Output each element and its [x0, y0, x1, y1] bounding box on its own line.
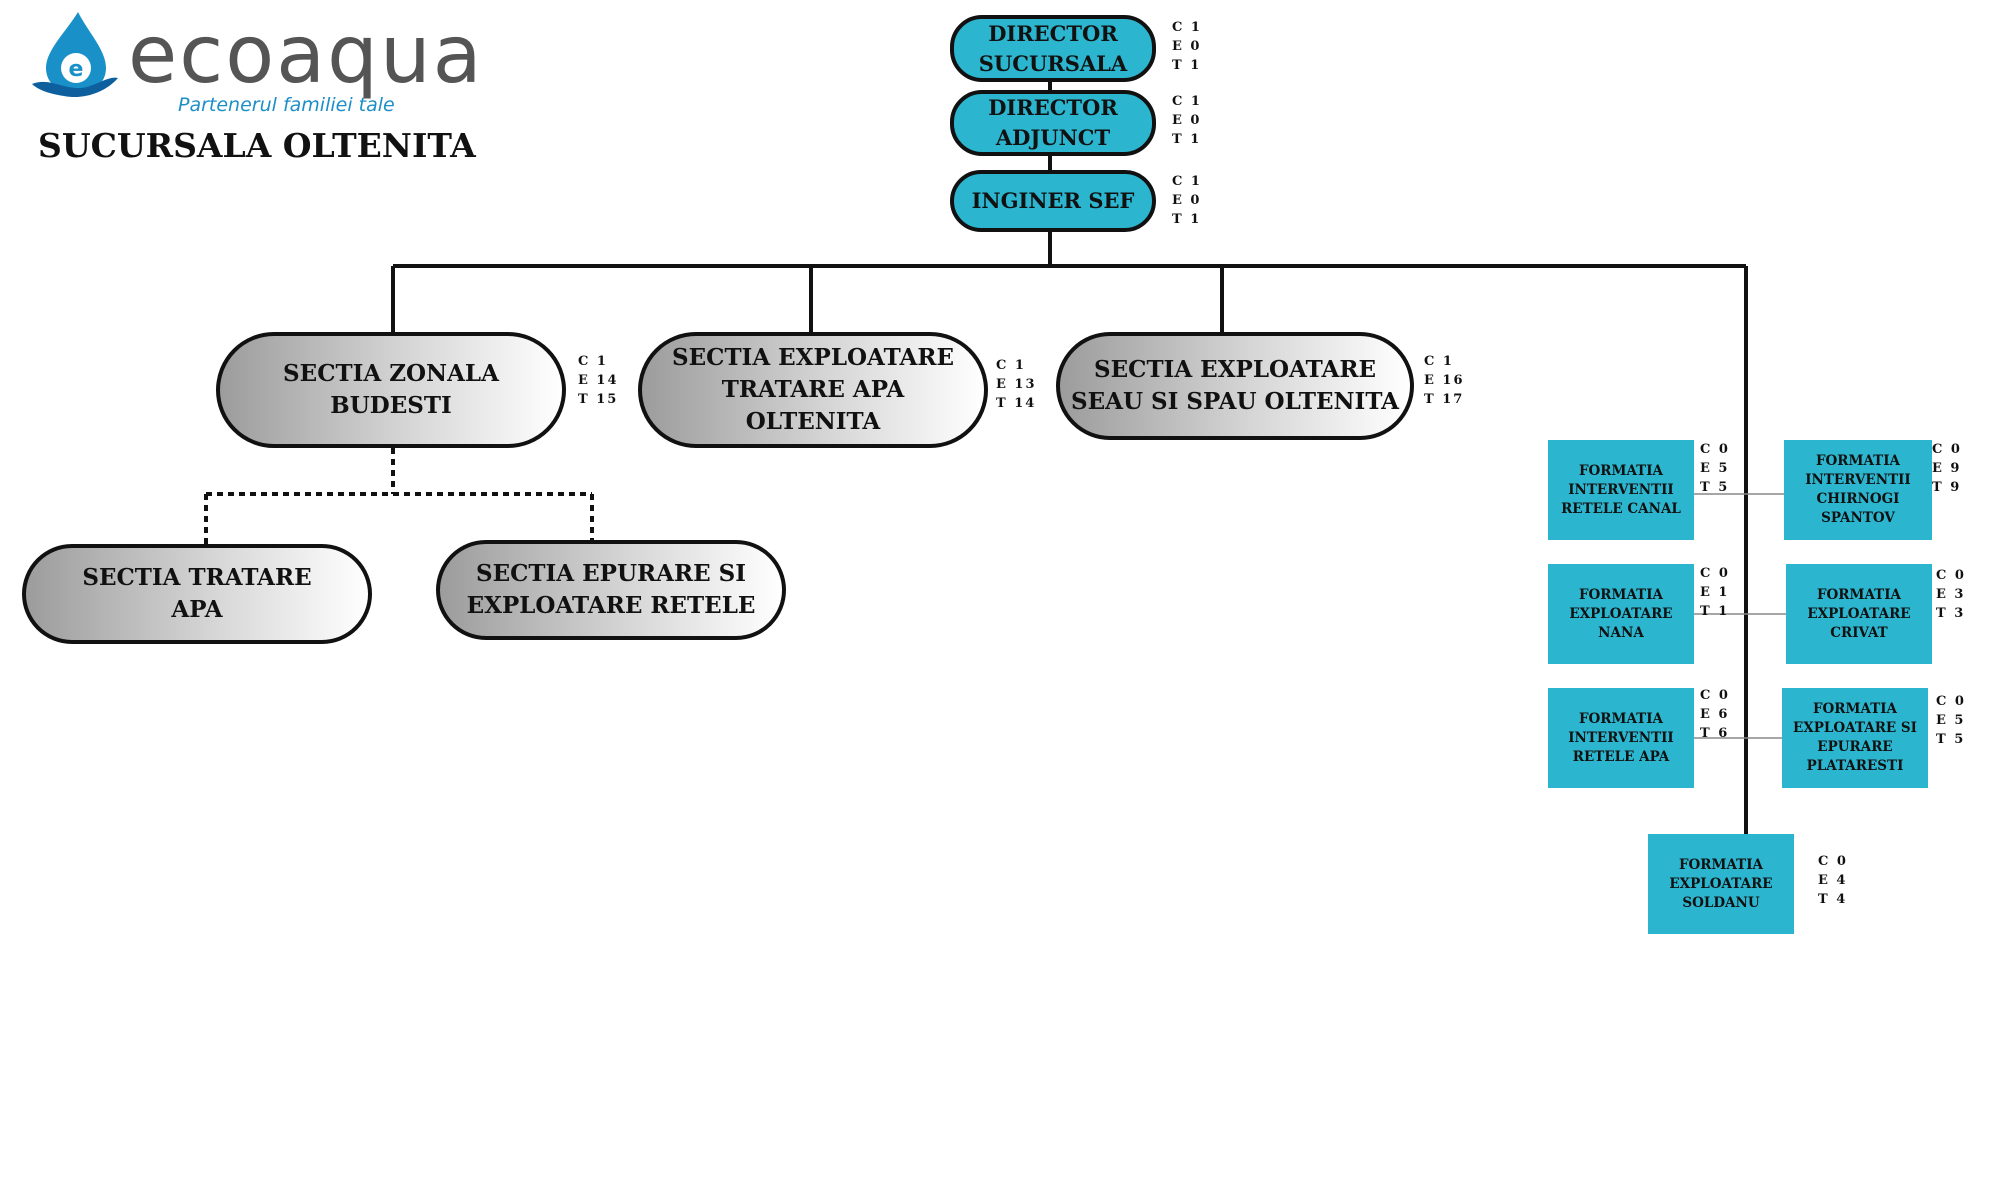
node-formatia-exploatare-epurare-plataresti[interactable]: FORMATIA EXPLOATARE SI EPURARE PLATAREST…: [1782, 688, 1928, 788]
node-sectia-epurare-exploatare-retele[interactable]: SECTIA EPURARE SI EXPLOATARE RETELE: [436, 540, 786, 640]
headcount-formatia-exploatare-nana: C 0 E 1 T 1: [1700, 566, 1730, 619]
node-formatia-interventii-retele-apa[interactable]: FORMATIA INTERVENTII RETELE APA: [1548, 688, 1694, 788]
node-inginer-sef[interactable]: INGINER SEF: [950, 170, 1156, 232]
node-formatia-exploatare-nana[interactable]: FORMATIA EXPLOATARE NANA: [1548, 564, 1694, 664]
branch-title: SUCURSALA OLTENITA: [38, 126, 476, 165]
headcount-formatia-interventii-retele-canal: C 0 E 5 T 5: [1700, 442, 1730, 495]
node-formatia-interventii-retele-canal[interactable]: FORMATIA INTERVENTII RETELE CANAL: [1548, 440, 1694, 540]
node-formatia-exploatare-soldanu[interactable]: FORMATIA EXPLOATARE SOLDANU: [1648, 834, 1794, 934]
water-drop-icon: e: [32, 12, 118, 98]
node-label: SECTIA TRATARE APA: [82, 564, 312, 623]
node-label: FORMATIA INTERVENTII CHIRNOGI SPANTOV: [1805, 453, 1911, 526]
node-label: SECTIA EXPLOATARE SEAU SI SPAU OLTENITA: [1070, 356, 1400, 415]
headcount-sectia-exploatare-tratare-apa: C 1 E 13 T 14: [996, 358, 1037, 411]
headcount-sectia-exploatare-seau-spau: C 1 E 16 T 17: [1424, 354, 1465, 407]
node-sectia-exploatare-seau-spau[interactable]: SECTIA EXPLOATARE SEAU SI SPAU OLTENITA: [1056, 332, 1414, 440]
node-formatia-exploatare-crivat[interactable]: FORMATIA EXPLOATARE CRIVAT: [1786, 564, 1932, 664]
node-label: FORMATIA INTERVENTII RETELE CANAL: [1561, 462, 1681, 517]
node-label: DIRECTOR ADJUNCT: [988, 95, 1118, 150]
node-label: FORMATIA EXPLOATARE NANA: [1569, 586, 1673, 641]
headcount-formatia-exploatare-crivat: C 0 E 3 T 3: [1936, 568, 1966, 621]
node-sectia-exploatare-tratare-apa[interactable]: SECTIA EXPLOATARE TRATARE APA OLTENITA: [638, 332, 988, 448]
node-label: SECTIA ZONALA BUDESTI: [283, 360, 499, 419]
headcount-director-adjunct: C 1 E 0 T 1: [1172, 94, 1202, 147]
node-label: DIRECTOR SUCURSALA: [978, 20, 1128, 76]
headcount-formatia-exploatare-soldanu: C 0 E 4 T 4: [1818, 854, 1848, 907]
node-label: FORMATIA INTERVENTII RETELE APA: [1568, 710, 1674, 765]
headcount-sectia-zonala-budesti: C 1 E 14 T 15: [578, 354, 619, 407]
headcount-formatia-interventii-chirnogi-spantov: C 0 E 9 T 9: [1932, 442, 1962, 495]
svg-text:e: e: [69, 57, 84, 82]
headcount-director-sucursala: C 1 E 0 T 1: [1172, 20, 1202, 73]
headcount-formatia-exploatare-epurare-plataresti: C 0 E 5 T 5: [1936, 694, 1966, 747]
logo-tagline: Partenerul familiei tale: [178, 94, 395, 116]
logo-wordmark: ecoaqua: [128, 8, 484, 101]
node-director-adjunct[interactable]: DIRECTOR ADJUNCT: [950, 90, 1156, 156]
node-sectia-zonala-budesti[interactable]: SECTIA ZONALA BUDESTI: [216, 332, 566, 448]
headcount-formatia-interventii-retele-apa: C 0 E 6 T 6: [1700, 688, 1730, 741]
node-label: FORMATIA EXPLOATARE CRIVAT: [1807, 586, 1911, 641]
node-director-sucursala[interactable]: DIRECTOR SUCURSALA: [950, 15, 1156, 82]
node-label: SECTIA EPURARE SI EXPLOATARE RETELE: [466, 560, 756, 619]
node-label: FORMATIA EXPLOATARE SI EPURARE PLATAREST…: [1793, 701, 1917, 774]
node-label: FORMATIA EXPLOATARE SOLDANU: [1669, 856, 1773, 911]
node-label: SECTIA EXPLOATARE TRATARE APA OLTENITA: [672, 344, 954, 435]
node-sectia-tratare-apa[interactable]: SECTIA TRATARE APA: [22, 544, 372, 644]
node-label: INGINER SEF: [971, 188, 1135, 213]
logo: e ecoaqua Partenerul familiei tale: [28, 8, 548, 116]
headcount-inginer-sef: C 1 E 0 T 1: [1172, 174, 1202, 227]
node-formatia-interventii-chirnogi-spantov[interactable]: FORMATIA INTERVENTII CHIRNOGI SPANTOV: [1784, 440, 1932, 540]
